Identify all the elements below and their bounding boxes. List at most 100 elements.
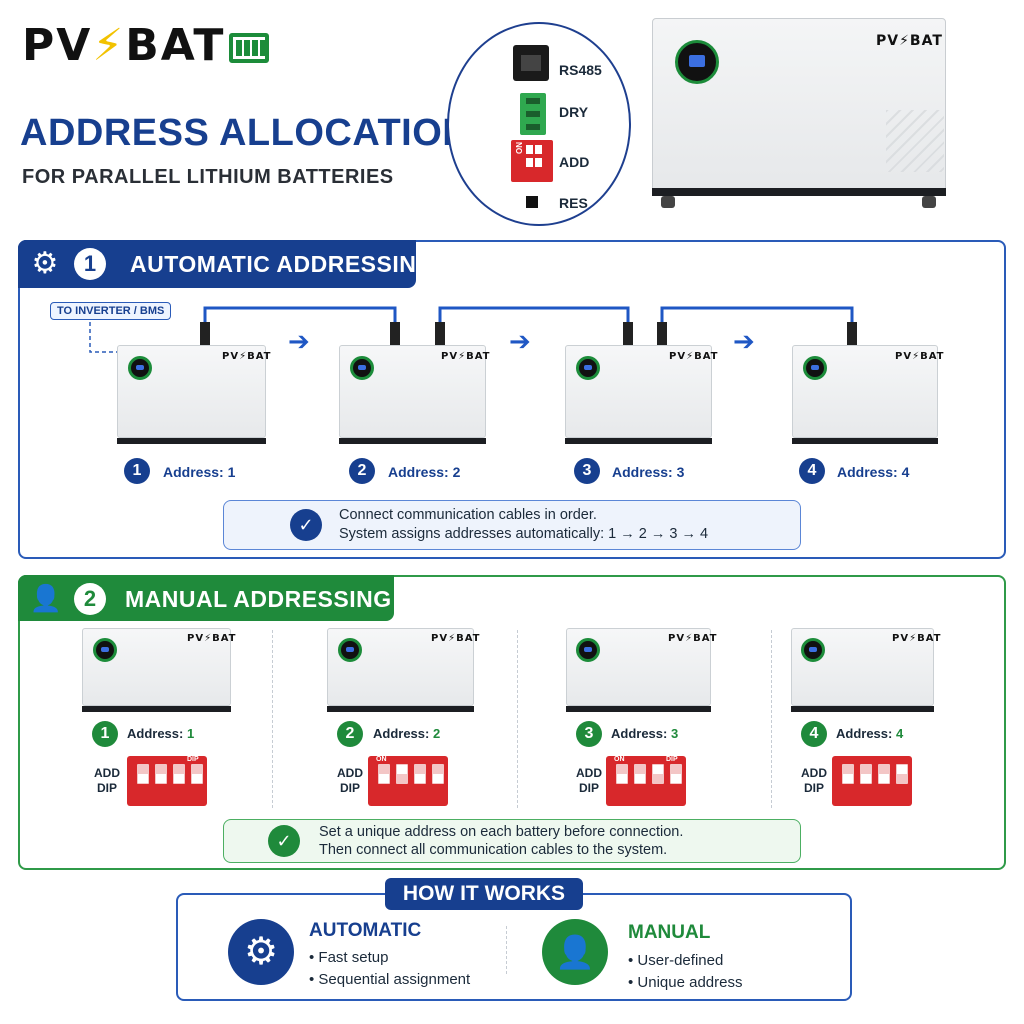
dip-toggle[interactable] xyxy=(173,764,185,784)
manual-summary-item: • User-defined xyxy=(628,952,724,969)
wheel-icon xyxy=(661,196,675,208)
battery-address: Address: 2 xyxy=(388,464,461,480)
dip-toggle[interactable] xyxy=(378,764,390,784)
battery-number: 1 xyxy=(92,721,118,747)
dip-toggle[interactable] xyxy=(670,764,682,784)
battery-number: 2 xyxy=(337,721,363,747)
battery-base xyxy=(82,706,231,712)
column-divider xyxy=(517,630,518,808)
manual-note-line2: Then connect all communication cables to… xyxy=(319,842,668,858)
battery-brand-label: PV⚡BAT xyxy=(892,633,942,644)
arrow-right-icon: ➔ xyxy=(288,326,310,356)
battery-base xyxy=(792,438,938,444)
port-label-res: RES xyxy=(559,195,588,211)
summary-divider xyxy=(506,926,507,974)
manual-note xyxy=(223,819,801,863)
dip-toggle[interactable] xyxy=(842,764,854,784)
battery-number: 2 xyxy=(349,458,375,484)
dip-toggle[interactable] xyxy=(634,764,646,784)
column-divider xyxy=(771,630,772,808)
wheel-icon xyxy=(922,196,936,208)
battery-brand-label: PV⚡BAT xyxy=(876,33,943,49)
dip-toggle[interactable] xyxy=(414,764,426,784)
battery-display-icon xyxy=(801,638,825,662)
port-label-rs485: RS485 xyxy=(559,62,602,78)
battery-address: Address: 1 xyxy=(163,464,236,480)
battery-address: Address: 1 xyxy=(127,726,195,741)
page-title: ADDRESS ALLOCATION xyxy=(20,112,471,154)
user-gear-icon: 👤 xyxy=(29,583,63,613)
gear-icon: ⚙ xyxy=(228,919,294,985)
dip-toggle[interactable] xyxy=(860,764,872,784)
battery-logo-icon xyxy=(229,33,270,63)
rs485-port-icon xyxy=(513,45,549,81)
battery-address: Address: 2 xyxy=(373,726,441,741)
battery-address: Address: 4 xyxy=(836,726,904,741)
battery-number: 4 xyxy=(801,721,827,747)
dip-toggle[interactable] xyxy=(396,764,408,784)
battery-number: 3 xyxy=(574,458,600,484)
battery-address: Address: 3 xyxy=(611,726,679,741)
arrow-right-icon: ➔ xyxy=(733,326,755,356)
battery-number: 4 xyxy=(799,458,825,484)
battery-number: 3 xyxy=(576,721,602,747)
dip-toggle[interactable] xyxy=(137,764,149,784)
dip-on-label: ON xyxy=(376,756,387,763)
automatic-summary-item: • Fast setup xyxy=(309,949,389,966)
battery-brand-label: PV⚡BAT xyxy=(431,633,481,644)
battery-brand-label: PV⚡BAT xyxy=(895,351,945,362)
checkmark-icon: ✓ xyxy=(290,509,322,541)
dip-toggle[interactable] xyxy=(155,764,167,784)
manual-summary-title: MANUAL xyxy=(628,922,711,943)
add-dip-switch-icon: ON xyxy=(511,140,553,182)
section-number: 1 xyxy=(74,248,106,280)
dip-toggle[interactable] xyxy=(878,764,890,784)
battery-base xyxy=(327,706,474,712)
battery-display-icon xyxy=(803,356,827,380)
automatic-summary-item: • Sequential assignment xyxy=(309,971,471,988)
gear-icon: ⚙ xyxy=(31,247,59,280)
battery-base xyxy=(339,438,486,444)
battery-brand-label: PV⚡BAT xyxy=(222,351,272,362)
automatic-summary-title: AUTOMATIC xyxy=(309,920,422,941)
dip-toggle[interactable] xyxy=(616,764,628,784)
dip-toggle[interactable] xyxy=(896,764,908,784)
battery-base xyxy=(565,438,712,444)
dip-toggle[interactable] xyxy=(191,764,203,784)
battery-display-icon xyxy=(338,638,362,662)
section-title: MANUAL ADDRESSING xyxy=(125,586,392,612)
port-label-dry: DRY xyxy=(559,104,589,120)
section-number: 2 xyxy=(74,583,106,615)
pvbat-logo: PV⚡BAT xyxy=(22,22,270,70)
battery-address: Address: 3 xyxy=(612,464,685,480)
dip-toggle[interactable] xyxy=(432,764,444,784)
column-divider xyxy=(272,630,273,808)
manual-note-line1: Set a unique address on each battery bef… xyxy=(319,824,684,840)
checkmark-icon: ✓ xyxy=(268,825,300,857)
battery-display-icon xyxy=(576,356,600,380)
battery-display-icon xyxy=(576,638,600,662)
battery-display-icon xyxy=(93,638,117,662)
battery-display-icon xyxy=(128,356,152,380)
inverter-bms-tag: TO INVERTER / BMS xyxy=(50,302,172,320)
battery-address: Address: 4 xyxy=(837,464,910,480)
arrow-right-icon: ➔ xyxy=(509,326,531,356)
battery-base xyxy=(652,188,946,196)
dip-on-label: ON xyxy=(614,756,625,763)
automatic-note-line2: System assigns addresses automatically: … xyxy=(339,526,709,542)
dip-dip-label: DIP xyxy=(666,756,678,763)
automatic-note-line1: Connect communication cables in order. xyxy=(339,507,597,523)
dip-toggle[interactable] xyxy=(652,764,664,784)
battery-base xyxy=(117,438,266,444)
dip-dip-label: DIP xyxy=(187,756,199,763)
dry-port-icon xyxy=(520,93,546,135)
